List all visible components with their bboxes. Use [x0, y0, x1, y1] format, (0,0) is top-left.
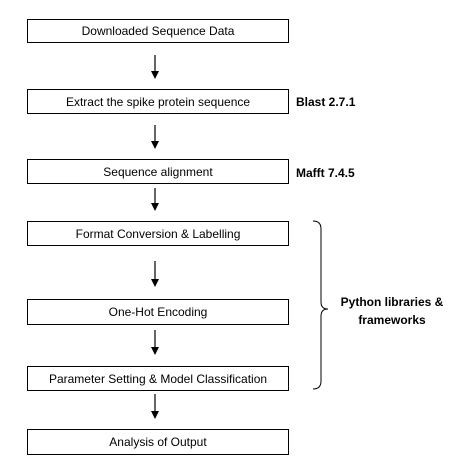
group-brace: [312, 220, 329, 390]
step-label: One-Hot Encoding: [108, 305, 208, 319]
group-label-line-2: frameworks: [358, 313, 426, 327]
tool-label-mafft: Mafft 7.4.5: [296, 166, 355, 180]
step-label: Format Conversion & Labelling: [75, 226, 241, 241]
step-format-conversion: Format Conversion & Labelling: [27, 221, 289, 246]
step-analysis-of-output: Analysis of Output: [27, 429, 289, 455]
step-one-hot-encoding: One-Hot Encoding: [27, 299, 289, 325]
tool-label-blast: Blast 2.7.1: [296, 95, 356, 109]
group-label-python: Python libraries & frameworks: [334, 293, 450, 329]
step-parameter-setting: Parameter Setting & Model Classification: [27, 366, 289, 391]
step-downloaded-sequence-data: Downloaded Sequence Data: [27, 19, 289, 43]
step-label: Downloaded Sequence Data: [81, 24, 235, 38]
group-label-line-1: Python libraries &: [340, 295, 444, 309]
step-label: Analysis of Output: [109, 435, 207, 449]
step-label: Sequence alignment: [103, 164, 213, 179]
step-extract-spike-protein: Extract the spike protein sequence: [27, 89, 289, 114]
step-label: Extract the spike protein sequence: [65, 94, 251, 109]
step-sequence-alignment: Sequence alignment: [27, 159, 289, 184]
step-label: Parameter Setting & Model Classification: [48, 371, 268, 386]
